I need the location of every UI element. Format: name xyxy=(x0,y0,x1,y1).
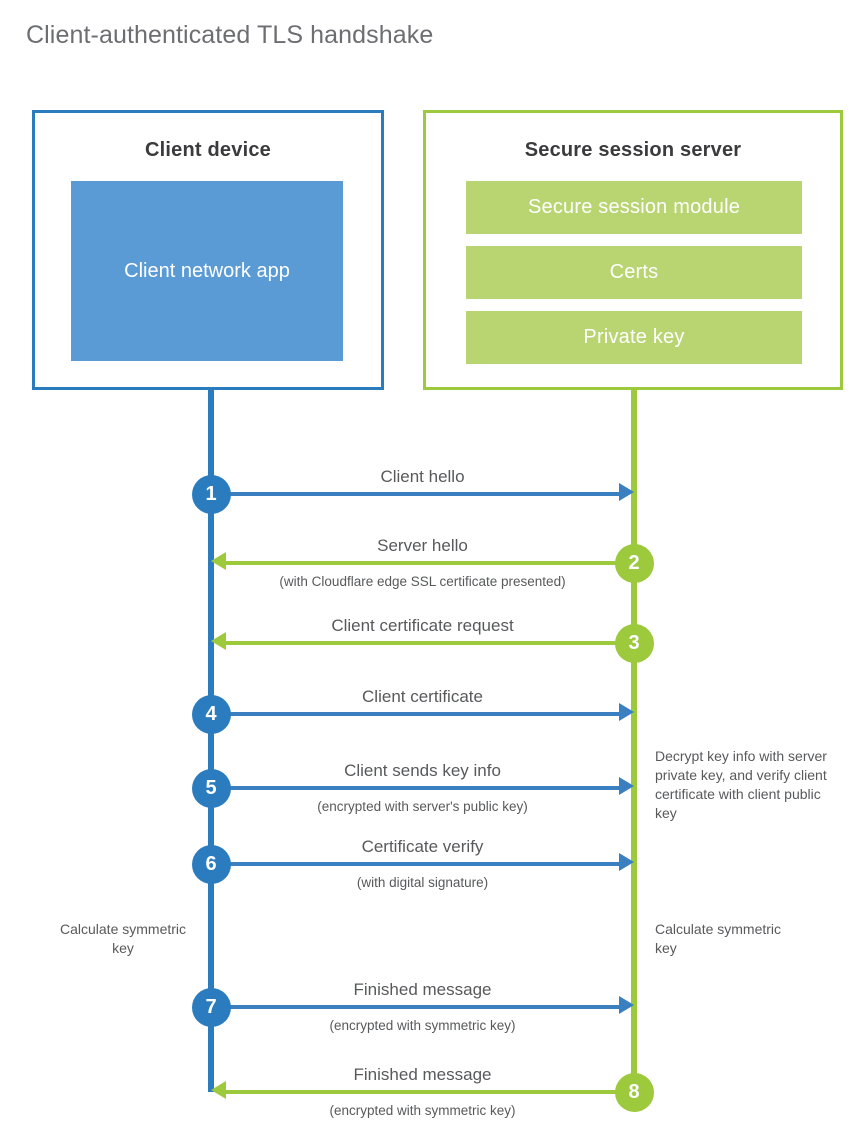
message-sublabel-6: (with digital signature) xyxy=(356,875,489,890)
client-device-title: Client device xyxy=(145,139,271,161)
message-sublabel-8: (encrypted with symmetric key) xyxy=(329,1103,516,1118)
step-circle-5[interactable]: 5 xyxy=(191,768,231,808)
message-arrow-head-3 xyxy=(211,632,226,650)
message-label-6: Certificate verify xyxy=(361,837,484,856)
server-component-secure-session-module: Secure session module xyxy=(466,181,802,234)
message-arrow-head-7 xyxy=(619,996,634,1014)
step-circle-8[interactable]: 8 xyxy=(614,1072,654,1112)
step-circle-1[interactable]: 1 xyxy=(191,474,231,514)
message-arrow-line-8 xyxy=(225,1090,622,1094)
step-circle-2[interactable]: 2 xyxy=(614,543,654,583)
client-calculate-symmetric-key-note: Calculate symmetric key xyxy=(59,921,187,956)
server-decrypt-note: Decrypt key info with server private key… xyxy=(655,748,827,821)
secure-session-server-title: Secure session server xyxy=(524,139,742,161)
message-label-2: Server hello xyxy=(377,536,468,555)
message-sublabel-5: (encrypted with server's public key) xyxy=(317,799,528,814)
message-arrow-line-6 xyxy=(223,862,620,866)
message-arrow-line-1 xyxy=(223,492,620,496)
page-title: Client-authenticated TLS handshake xyxy=(26,21,434,49)
server-lifeline xyxy=(631,388,637,1092)
message-arrow-head-4 xyxy=(619,703,634,721)
message-label-8: Finished message xyxy=(353,1065,492,1084)
step-circle-4[interactable]: 4 xyxy=(191,694,231,734)
step-circle-6[interactable]: 6 xyxy=(191,844,231,884)
server-component-certs: Certs xyxy=(466,246,802,299)
message-arrow-line-4 xyxy=(223,712,620,716)
message-arrow-head-2 xyxy=(211,552,226,570)
message-sublabel-2: (with Cloudflare edge SSL certificate pr… xyxy=(279,574,566,589)
message-label-1: Client hello xyxy=(380,467,465,486)
message-arrow-line-5 xyxy=(223,786,620,790)
message-label-7: Finished message xyxy=(353,980,492,999)
message-arrow-line-7 xyxy=(223,1005,620,1009)
step-circle-3[interactable]: 3 xyxy=(614,623,654,663)
server-component-private-key: Private key xyxy=(466,311,802,364)
secure-session-server-box: Secure session server Secure session mod… xyxy=(423,110,843,390)
message-label-3: Client certificate request xyxy=(331,616,514,635)
client-network-app-block: Client network app xyxy=(71,181,343,361)
server-calculate-symmetric-key-note: Calculate symmetric key xyxy=(655,921,782,956)
message-arrow-head-5 xyxy=(619,777,634,795)
client-lifeline xyxy=(208,388,214,1092)
message-arrow-line-3 xyxy=(225,641,622,645)
message-sublabel-7: (encrypted with symmetric key) xyxy=(329,1018,516,1033)
client-device-box: Client device Client network app xyxy=(32,110,384,390)
message-arrow-line-2 xyxy=(225,561,622,565)
message-arrow-head-1 xyxy=(619,483,634,501)
message-arrow-head-8 xyxy=(211,1081,226,1099)
step-circle-7[interactable]: 7 xyxy=(191,987,231,1027)
message-label-4: Client certificate xyxy=(362,687,483,706)
message-arrow-head-6 xyxy=(619,853,634,871)
message-label-5: Client sends key info xyxy=(344,761,501,780)
